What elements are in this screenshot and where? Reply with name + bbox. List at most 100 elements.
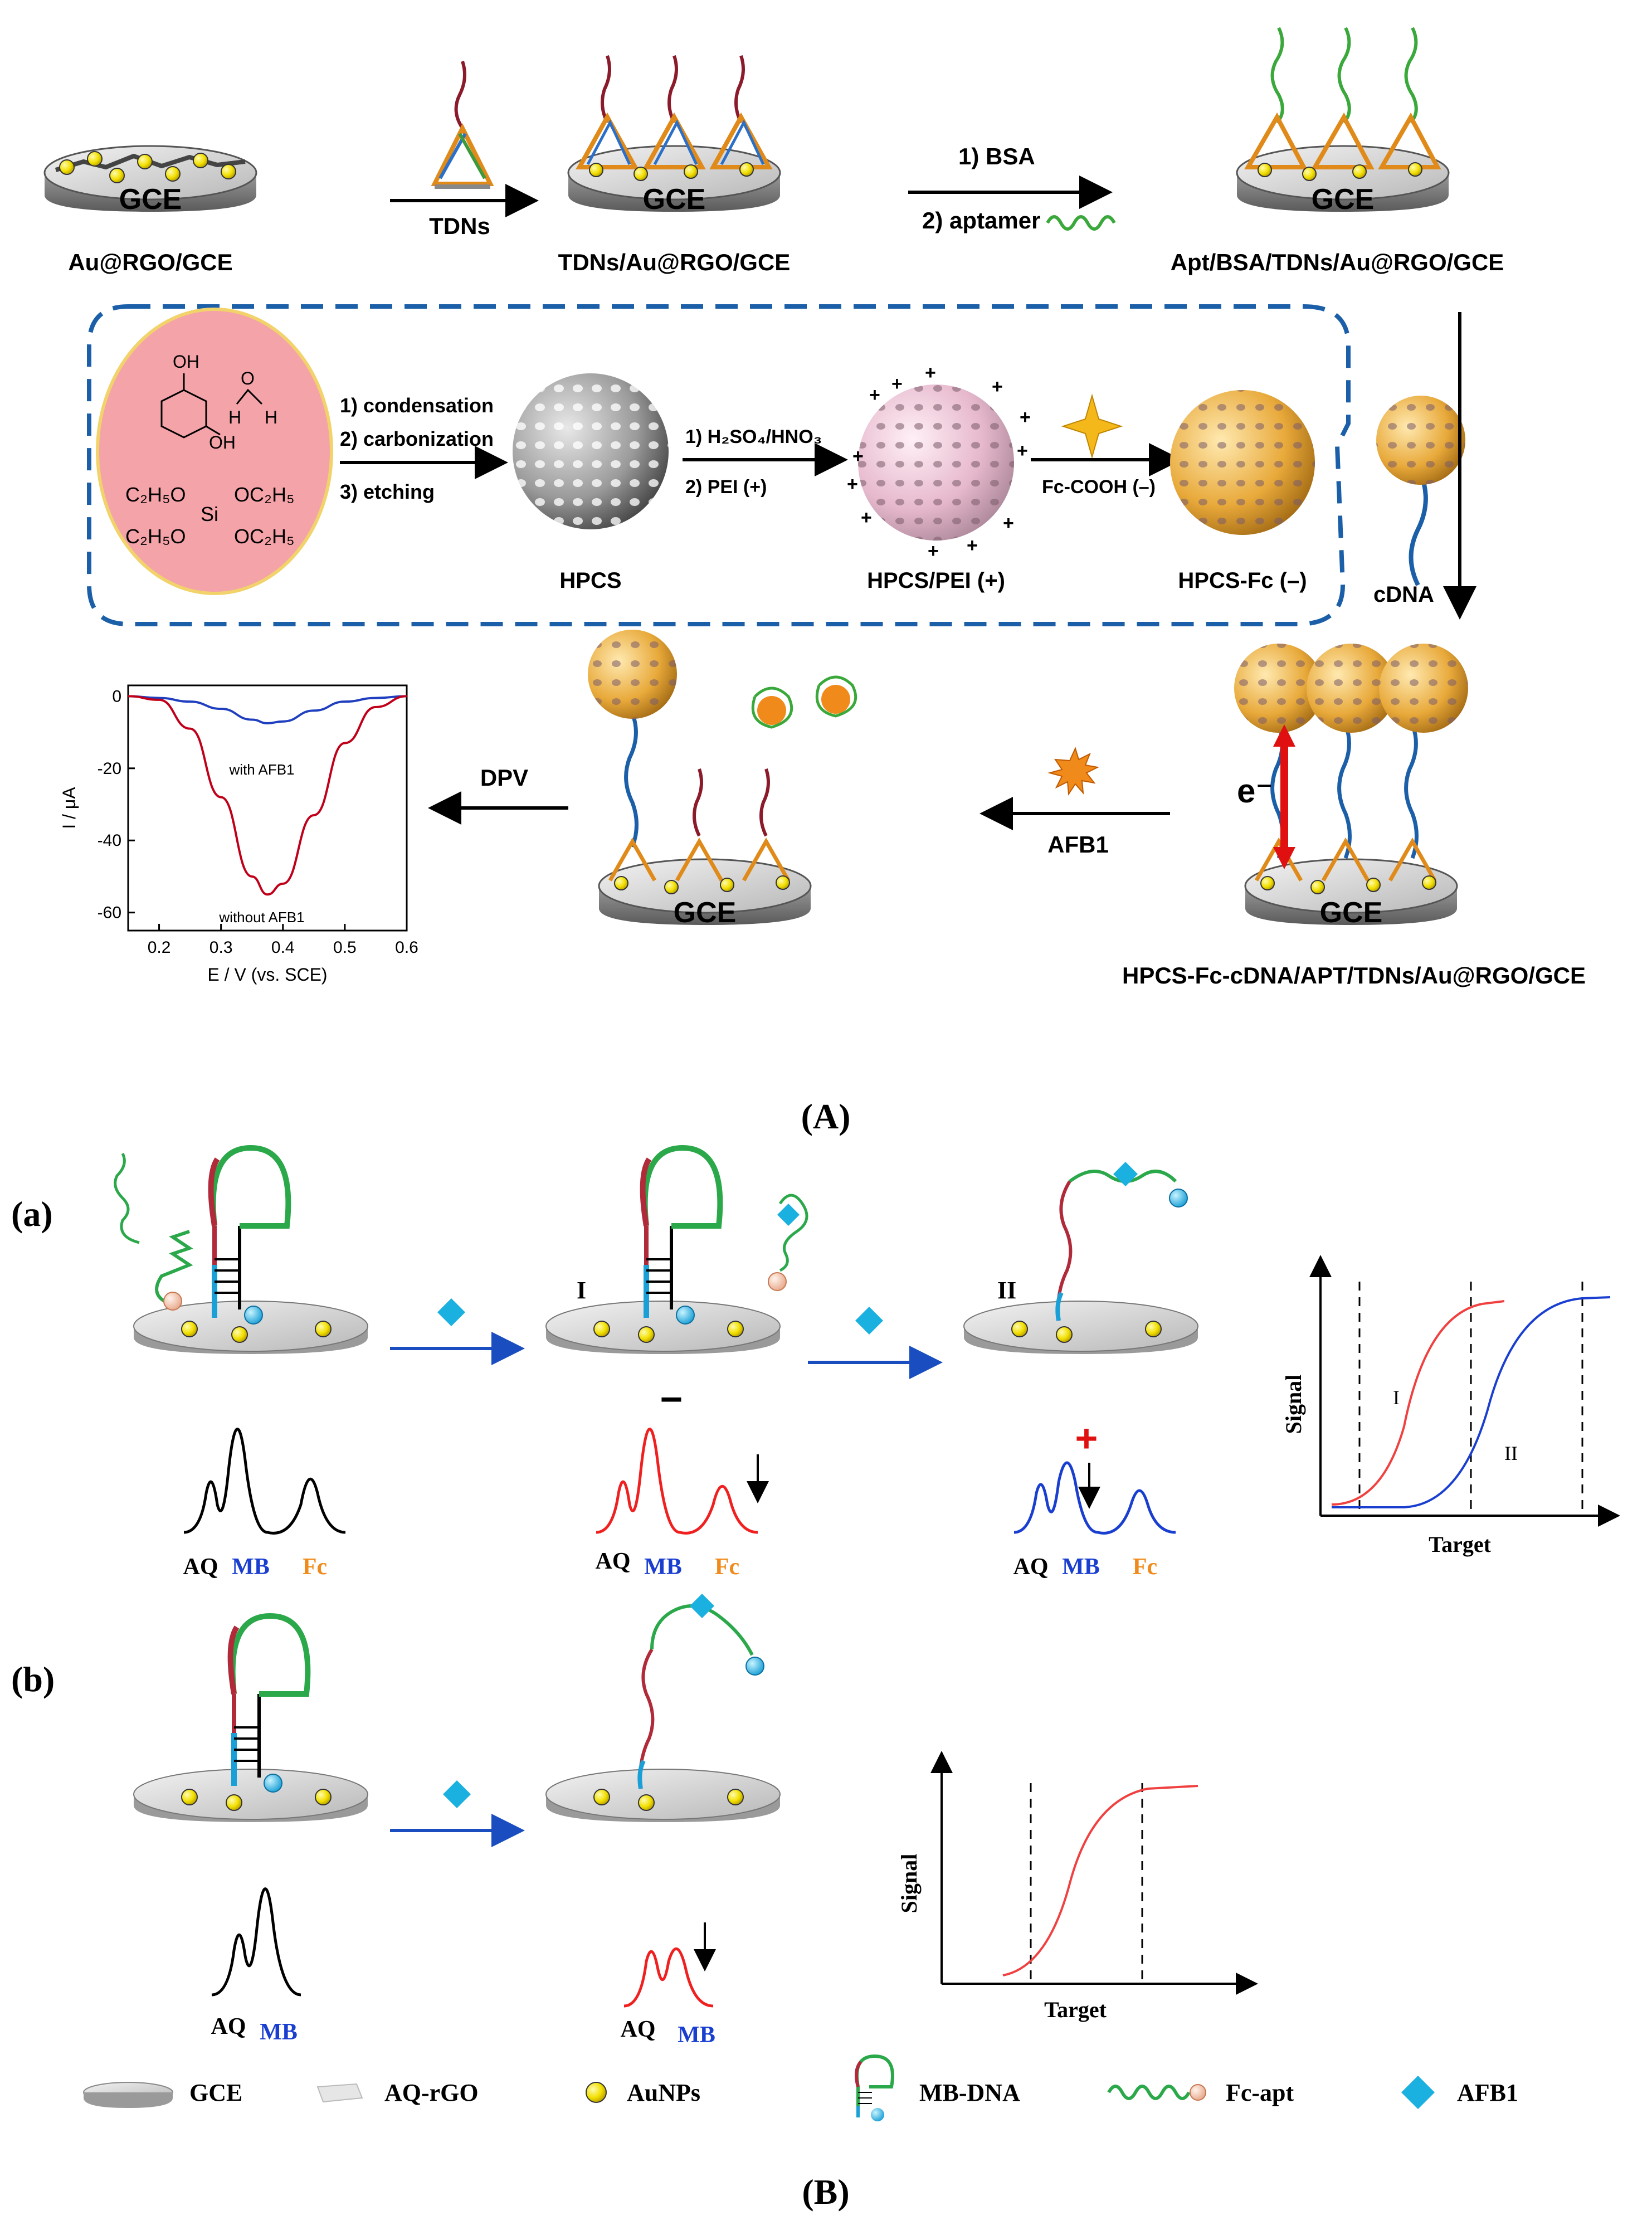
chem-oh-bottom: OH: [209, 432, 236, 452]
electrode-after-afb1: GCE: [588, 630, 812, 929]
hpcs-fc-label: HPCS-Fc (–): [1178, 568, 1307, 593]
chem-oc2h5-rb: OC₂H₅: [234, 525, 294, 548]
peak-aq: AQ: [621, 2017, 656, 2042]
acid-step2: 2) PEI (+): [685, 476, 767, 498]
step2-label: TDNs/Au@RGO/GCE: [558, 249, 791, 275]
chart-b-signal: Signal Target: [896, 1751, 1258, 2022]
a-peaks-1: [183, 1428, 346, 1535]
peak-mb: MB: [644, 1554, 682, 1580]
chem-h2: H: [265, 407, 277, 427]
annotation-without: without AFB1: [218, 909, 304, 926]
chem-c2h5o-lt: C₂H₅O: [125, 483, 186, 506]
chem-oc2h5-rt: OC₂H₅: [234, 483, 294, 506]
svg-text:+: +: [847, 474, 858, 495]
afb1-label: AFB1: [1047, 831, 1109, 858]
electron-arrow-head-down: [1273, 847, 1295, 869]
legend-mb-dna-label: MB-DNA: [919, 2079, 1020, 2106]
peak-fc: Fc: [1133, 1554, 1157, 1580]
legend-aq-rgo: AQ-rGO: [316, 2079, 479, 2106]
svg-text:+: +: [1020, 407, 1031, 428]
curve-i-label: I: [1393, 1386, 1400, 1409]
legend-fc-apt-label: Fc-apt: [1226, 2079, 1294, 2106]
svg-text:+: +: [1003, 513, 1014, 534]
panel-b-label: (B): [802, 2172, 849, 2212]
panel-a: GCE Au@RGO/GCE TDNs: [43, 27, 1586, 1136]
released-fc-apt: [768, 1194, 808, 1291]
peak-aq: AQ: [596, 1549, 631, 1574]
legend-aunps-label: AuNPs: [627, 2079, 700, 2106]
series-line-without-afb1: [128, 695, 407, 896]
afb1-diamond-icon: [855, 1307, 883, 1335]
x-tick-label: 0.4: [271, 938, 295, 957]
plus-sign: +: [1075, 1416, 1098, 1460]
chem-oh-top: OH: [173, 352, 199, 372]
arrow2-line1: 1) BSA: [958, 143, 1035, 169]
x-tick-label: 0.3: [209, 938, 233, 957]
aptamer-wave: [1046, 215, 1116, 231]
minus-sign: −: [660, 1377, 683, 1421]
afb1-diamond-icon: [443, 1780, 471, 1808]
chart-a-xlabel: Target: [1429, 1532, 1492, 1557]
legend-gce: GCE: [83, 2079, 242, 2108]
chem-c2h5o-lb: C₂H₅O: [125, 525, 186, 548]
gold-nanoparticles: [59, 151, 236, 183]
peak-mb: MB: [232, 1554, 270, 1580]
sub-b-label: (b): [11, 1659, 55, 1699]
x-tick-label: 0.2: [148, 938, 171, 957]
y-tick-label: -20: [98, 759, 121, 778]
x-tick-label: 0.5: [333, 938, 357, 957]
chart-b-xlabel: Target: [1044, 1997, 1107, 2022]
panel-b: (a) AQ MB Fc I: [11, 1145, 1620, 2212]
precursor-oval: [96, 308, 333, 595]
electron-label: e⁻: [1237, 772, 1273, 810]
peak-fc: Fc: [715, 1554, 739, 1580]
series-lines: [128, 695, 407, 896]
legend-mb-dna: MB-DNA: [854, 2054, 1020, 2121]
peak-aq: AQ: [211, 2014, 246, 2039]
b-peaks-1: [211, 1887, 301, 1997]
peak-mb: MB: [678, 2022, 715, 2048]
a-electrode-3: [963, 1162, 1198, 1354]
synthesis-dashed-box: [87, 304, 1351, 626]
step3-label: Apt/BSA/TDNs/Au@RGO/GCE: [1171, 249, 1504, 275]
svg-text:+: +: [992, 376, 1003, 397]
electrode-au-rgo: GCE: [43, 145, 257, 216]
electron-arrow-head-up: [1273, 724, 1295, 747]
y-ticks: 0-20-40-60: [98, 687, 135, 922]
hpcs-fc-cdna: [1376, 396, 1465, 586]
chart-frame: [127, 684, 408, 932]
peak-fc: Fc: [303, 1554, 327, 1580]
afb1-diamond-icon: [437, 1298, 465, 1326]
electrode-text: GCE: [1312, 183, 1375, 216]
curve-ii: [1332, 1296, 1611, 1508]
legend-gce-label: GCE: [189, 2079, 242, 2106]
tdn-icon: [431, 61, 494, 189]
state-ii-label: II: [997, 1277, 1016, 1304]
electrode-text: GCE: [643, 183, 706, 216]
hpcs-pei-sphere: +++ +++ +++ +++: [847, 362, 1031, 562]
x-tick-label: 0.6: [395, 938, 418, 957]
cdna-label: cDNA: [1373, 582, 1434, 607]
hpcs-sphere: [513, 373, 669, 529]
a-electrode-2: [545, 1145, 781, 1354]
series-line-with-afb1: [128, 695, 407, 724]
b-electrode-2: [545, 1594, 781, 1822]
synth-cond2: 2) carbonization: [340, 427, 494, 450]
legend: GCE AQ-rGO AuNPs MB-DNA Fc-apt: [83, 2054, 1518, 2121]
fc-star-icon: [1061, 393, 1123, 459]
positive-charges: +++ +++ +++ +++: [847, 362, 1031, 562]
hpcs-pei-label: HPCS/PEI (+): [867, 568, 1005, 593]
dpv-label: DPV: [480, 765, 528, 791]
svg-text:+: +: [1017, 440, 1028, 461]
legend-aq-rgo-label: AQ-rGO: [384, 2079, 479, 2106]
y-tick-label: -60: [98, 904, 121, 922]
svg-text:+: +: [967, 535, 978, 556]
chem-si: Si: [201, 503, 218, 525]
y-tick-label: 0: [112, 687, 121, 705]
electrode-tdns: GCE: [567, 55, 781, 216]
electrode-final: GCE: [1234, 644, 1468, 929]
synth-cond1: 1) condensation: [340, 394, 494, 417]
chem-h1: H: [228, 407, 241, 427]
state-i-label: I: [577, 1277, 586, 1304]
